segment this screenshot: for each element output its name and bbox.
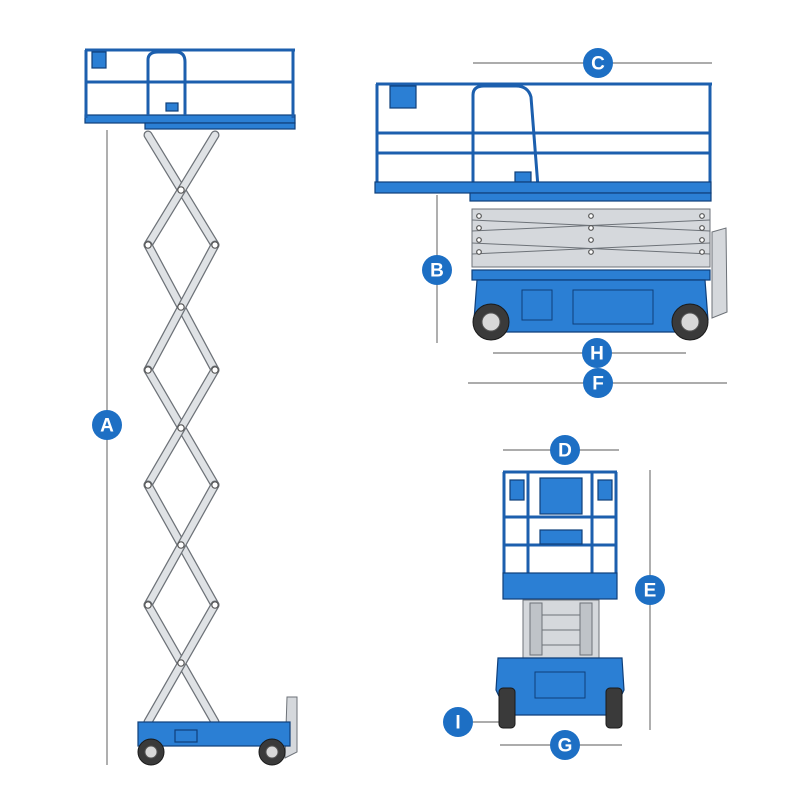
scissor-stack <box>143 130 220 727</box>
stowed-guardrails <box>375 82 712 188</box>
stowed-lift-side-view: B C H F <box>374 48 728 398</box>
marker-h-label: H <box>590 344 604 365</box>
marker-c-label: C <box>591 54 605 75</box>
marker-e: E <box>635 575 665 605</box>
marker-a-label: A <box>100 416 114 437</box>
front-chassis <box>495 657 625 729</box>
front-platform-deck <box>502 572 618 600</box>
marker-e-label: E <box>644 581 657 602</box>
marker-b: B <box>422 255 452 285</box>
marker-i-label: I <box>455 713 460 734</box>
marker-d-label: D <box>558 441 572 462</box>
marker-f-label: F <box>592 374 604 395</box>
chassis-extended <box>137 696 298 766</box>
stowed-scissor-pack <box>471 208 711 268</box>
front-scissor-pack <box>522 599 600 659</box>
platform-extended <box>84 48 296 130</box>
marker-d: D <box>550 435 580 465</box>
marker-h: H <box>582 338 612 368</box>
stowed-platform-deck <box>374 181 712 194</box>
extended-lift-side-view: A <box>84 48 298 766</box>
marker-g-label: G <box>558 736 573 757</box>
stowed-lift-front-view: D E G I <box>443 435 665 760</box>
marker-a: A <box>92 410 122 440</box>
marker-i: I <box>443 707 473 737</box>
marker-f: F <box>583 368 613 398</box>
stowed-chassis <box>471 269 711 341</box>
front-guardrails <box>502 470 618 590</box>
marker-b-label: B <box>430 261 444 282</box>
marker-g: G <box>550 730 580 760</box>
marker-c: C <box>583 48 613 78</box>
